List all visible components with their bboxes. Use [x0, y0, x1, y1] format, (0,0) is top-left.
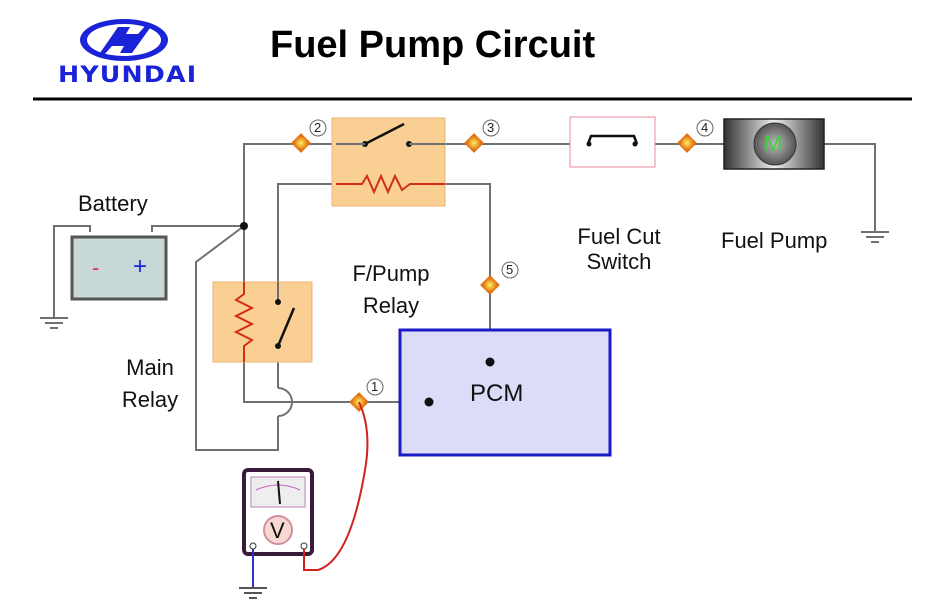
- test-point-markers: [291, 119, 714, 412]
- fpump-relay-coil: [336, 173, 445, 195]
- fpump-relay-label: F/Pump Relay: [352, 261, 430, 318]
- wire-battery-neg: [53, 225, 91, 318]
- test-point-4-icon: [677, 133, 697, 153]
- wire-relay-return: [195, 225, 279, 451]
- main-relay-box: [212, 281, 313, 363]
- fuel-cut-switch-box: [569, 116, 656, 168]
- fuel-cut-switch-label: Fuel Cut Switch: [577, 224, 661, 274]
- page-title: Fuel Pump Circuit: [270, 24, 596, 66]
- wire-battery-pos: [151, 225, 244, 232]
- ground-icon-pump: [861, 231, 889, 243]
- pcm-label: PCM: [470, 380, 524, 407]
- test-point-3-icon: [464, 133, 484, 153]
- wire-main-relay-to-fpump-coil: [277, 183, 336, 312]
- wire-pump-to-ground: [824, 143, 876, 232]
- voltmeter-label: V: [270, 518, 285, 543]
- fuel-cut-switch-contact: [586, 134, 639, 145]
- battery-plus: +: [133, 253, 148, 280]
- test-point-5-icon: [480, 275, 500, 295]
- main-relay-coil: [233, 282, 255, 362]
- ground-icon-battery: [40, 317, 68, 329]
- junction-dot: [240, 222, 248, 230]
- test-point-2-label: 2: [314, 120, 322, 135]
- ground-icon-meter: [239, 587, 267, 599]
- main-relay-switch: [276, 307, 296, 347]
- battery-icon: [70, 235, 168, 301]
- fpump-relay-switch: [364, 122, 405, 146]
- pcm-box: [398, 328, 612, 457]
- hyundai-logo-icon: [80, 19, 168, 61]
- battery-minus: -: [92, 255, 100, 280]
- test-point-4-label: 4: [701, 120, 709, 135]
- test-point-5-label: 5: [506, 262, 514, 277]
- fuel-pump-label: Fuel Pump: [721, 228, 828, 253]
- main-relay-label: Main Relay: [121, 355, 179, 412]
- test-point-1-label: 1: [371, 379, 379, 394]
- battery-label: Battery: [78, 191, 148, 216]
- motor-label: M: [764, 131, 783, 156]
- probe-red-lead: [303, 401, 369, 571]
- test-point-2-icon: [291, 133, 311, 153]
- wire-coil-bottom: [243, 350, 282, 403]
- motor-icon: [753, 122, 797, 166]
- voltmeter-needle: [277, 480, 281, 505]
- brand-logo-text: HYUNDAI: [58, 63, 198, 88]
- test-point-3-label: 3: [487, 120, 495, 135]
